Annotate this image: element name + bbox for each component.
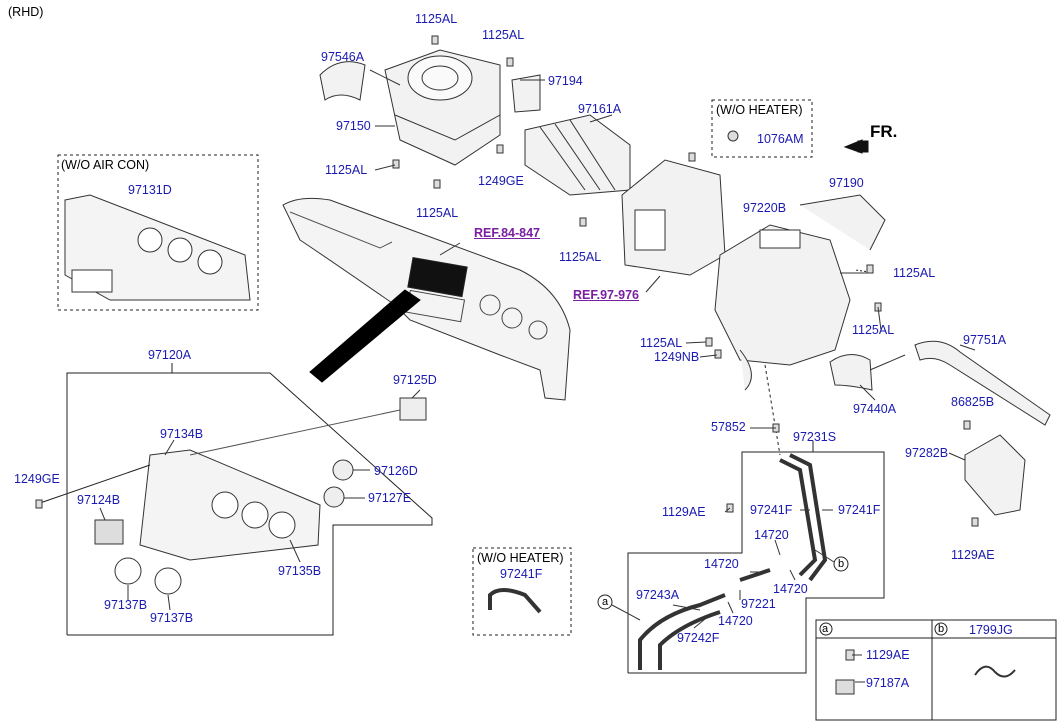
bracket-97282B (964, 434, 1026, 516)
table-b-letter: b (938, 623, 945, 635)
ref-97-976[interactable]: REF.97-976 (573, 288, 640, 302)
part-label: 97194 (548, 74, 583, 88)
variant-label: (RHD) (8, 5, 44, 19)
part-label: 1125AL (893, 266, 936, 280)
part-label: 1129AE (662, 505, 706, 519)
part-label: 97127E (368, 491, 412, 505)
callout-a-circle (597, 594, 613, 610)
part-label: 1125AL (852, 323, 895, 337)
wo-heater-title-hose: (W/O HEATER) (477, 551, 564, 565)
duct-97751A (914, 340, 1051, 426)
part-label: 1125AL (325, 163, 368, 177)
table-b-circle (934, 622, 948, 636)
duct-97440A (829, 354, 873, 391)
part-label: 1799JG (969, 623, 1013, 637)
blower-unit-shape (319, 49, 541, 166)
part-label: 14720 (704, 557, 739, 571)
part-label: 97440A (853, 402, 897, 416)
part-label: 97150 (336, 119, 371, 133)
part-label: 97231S (793, 430, 837, 444)
clip-1799JG-shape (974, 665, 1016, 678)
heater-case-shape (621, 159, 726, 276)
part-label: 97120A (148, 348, 192, 362)
wo-heater-title-top: (W/O HEATER) (716, 103, 803, 117)
part-label: 97131D (128, 183, 172, 197)
switch-97124B-shape (94, 519, 124, 545)
callout-b-circle (833, 556, 849, 572)
callout-b-letter: b (838, 558, 845, 570)
pointer-band (309, 289, 421, 383)
part-label: 97187A (866, 676, 910, 690)
part-label: 97134B (160, 427, 204, 441)
part-label: 97243A (636, 588, 680, 602)
wo-air-con-title: (W/O AIR CON) (61, 158, 150, 172)
panel-97131D-shape (64, 194, 251, 301)
part-label: 97137B (150, 611, 194, 625)
table-a-circle (819, 622, 833, 636)
knob-97137B-a (114, 557, 142, 585)
part-label: 14720 (773, 582, 808, 596)
part-label: 97137B (104, 598, 148, 612)
part-label: 97161A (578, 102, 622, 116)
part-label: 97242F (677, 631, 720, 645)
part-label: 1125AL (415, 12, 458, 26)
wo-air-con-box (57, 154, 259, 311)
control-panel-shape (94, 397, 427, 595)
duct-97546A (319, 61, 366, 101)
part-label: 1129AE (951, 548, 995, 562)
ref-84-847[interactable]: REF.84-847 (474, 226, 541, 240)
part-label: 86825B (951, 395, 995, 409)
part-label: 97546A (321, 50, 365, 64)
part-label: 1249NB (654, 350, 700, 364)
wo-heater-box (711, 99, 813, 158)
part-label: 1129AE (866, 648, 910, 662)
part-label: 57852 (711, 420, 746, 434)
motor-97127E-shape (323, 486, 345, 508)
part-label: 14720 (718, 614, 753, 628)
hoses-shape (488, 453, 828, 670)
hose-assembly-outline (627, 451, 885, 674)
part-label: 97241F (838, 503, 881, 517)
actuator-97125D-shape (399, 397, 427, 421)
dashboard-center-panel (407, 256, 468, 298)
part-label: 1249GE (478, 174, 524, 188)
part-label: 97221 (741, 597, 776, 611)
part-label: 97241F (750, 503, 793, 517)
part-label: 1249GE (14, 472, 60, 486)
part-label: 1125AL (640, 336, 683, 350)
table-a-letter: a (822, 623, 829, 635)
part-label: 1125AL (482, 28, 525, 42)
wo-heater-hose-box (472, 547, 572, 636)
knob-97137B-b (154, 567, 182, 595)
callout-a-letter: a (602, 596, 609, 608)
hose-97241F-wo (488, 588, 542, 614)
part-label: 97125D (393, 373, 437, 387)
part-label: 97751A (963, 333, 1007, 347)
part-label: 14720 (754, 528, 789, 542)
part-label: 97241F (500, 567, 543, 581)
part-label: 97282B (905, 446, 949, 460)
part-label: 1125AL (559, 250, 602, 264)
part-label: 97124B (77, 493, 121, 507)
front-direction-label: FR. (870, 122, 898, 141)
part-label: 97190 (829, 176, 864, 190)
legend-table (815, 619, 1057, 721)
control-assembly-outline (66, 372, 433, 636)
part-label: 1076AM (757, 132, 804, 146)
part-label: 97220B (743, 201, 787, 215)
part-label: 1125AL (416, 206, 459, 220)
motor-97126D-shape (332, 459, 354, 481)
heater-unit-shape (714, 194, 886, 391)
part-label: 97135B (278, 564, 322, 578)
dashboard-shape (282, 197, 571, 401)
filter-97161A-shape (524, 114, 631, 196)
part-label: 97126D (374, 464, 418, 478)
